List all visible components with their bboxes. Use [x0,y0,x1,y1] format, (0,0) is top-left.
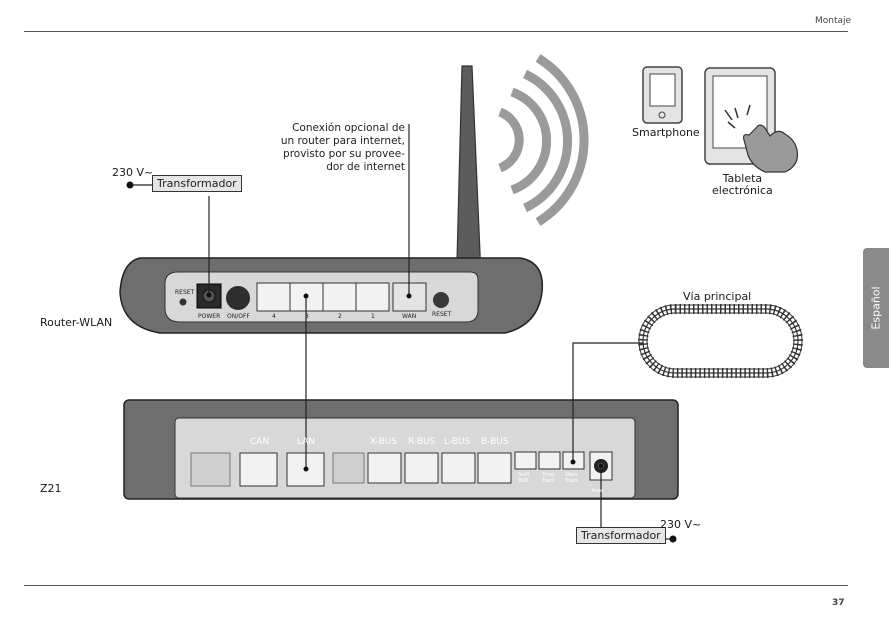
wifi-waves-icon [498,54,589,226]
z21-sniff-label: Sniff BUS [518,472,529,484]
z21-prog-label-1: Prog [542,472,555,478]
z21-sniff-port [514,451,537,470]
bottom-transformer-box: Transformador [576,527,666,544]
z21-grey-port [332,452,365,484]
internet-note-line-2: un router para internet, [280,135,405,147]
z21-prog-label-2: Track [542,478,556,484]
smartphone-label: Smartphone [632,126,700,139]
smartphone-icon [642,66,683,124]
top-voltage-label: 230 V~ [112,166,154,179]
z21-prog-port [538,451,561,470]
z21-xbus-label: X-BUS [370,437,398,447]
internet-note: Conexión opcional de un router para inte… [281,122,405,174]
hand-icon [742,124,799,173]
main-track [638,304,803,378]
page-number: 37 [832,598,845,608]
router-lan-port-1 [355,282,390,312]
z21-blank-port [190,452,231,487]
router-lan-label-1: 1 [371,313,375,320]
footer-rule [24,585,848,586]
z21-power-label: Power [592,488,605,493]
language-tab[interactable]: Español [863,248,889,368]
reset-button-right [433,292,449,308]
z21-can-port [239,452,278,487]
z21-bbus-port [477,452,512,484]
z21-main-label: Main Track [565,472,578,484]
router-label: Router-WLAN [40,316,113,329]
z21-xbus-port [367,452,402,484]
header-rule [24,31,848,32]
z21-sniff-label-2: BUS [518,478,529,484]
router-reset-left-label: RESET [175,289,195,296]
bottom-mains-plug-icon [669,535,677,543]
track-label: Vía principal [683,290,752,303]
z21-rbus-label: R-BUS [408,437,436,447]
z21-label: Z21 [40,482,62,495]
onoff-button [226,286,250,310]
bottom-voltage-label: 230 V~ [660,518,702,531]
z21-prog-label: Prog Track [542,472,555,484]
router-lan-label-3: 3 [305,313,309,320]
router-reset-right-label: RESET [432,311,452,318]
reset-button-left [179,298,187,306]
router-power-label: POWER [198,313,221,320]
top-transformer-box: Transformador [152,175,242,192]
tablet-label: Tableta electrónica [712,173,773,197]
top-mains-plug-icon [126,181,134,189]
z21-sniff-label-1: Sniff [518,472,530,478]
internet-note-line-1: Conexión opcional de [292,122,405,134]
section-header: Montaje [815,16,852,26]
z21-bbus-label: B-BUS [481,437,509,447]
router-lan-port-4 [256,282,291,312]
router-lan-label-2: 2 [338,313,342,320]
main-track-line [572,342,643,462]
router-lan-label-4: 4 [272,313,276,320]
z21-lbus-port [441,452,476,484]
z21-main-label-1: Main [565,472,578,478]
z21-lbus-label: L-BUS [444,437,471,447]
router-wan-label: WAN [402,313,417,320]
z21-main-label-2: Track [565,478,579,484]
internet-note-line-4: dor de internet [326,161,405,173]
z21-can-label: CAN [250,437,270,447]
tablet-label-2: electrónica [712,184,773,197]
internet-note-line-3: provisto por su provee- [283,148,405,160]
tablet-label-1: Tableta [722,172,763,185]
router-onoff-label: ON/OFF [227,313,250,320]
z21-lan-label: LAN [297,437,316,447]
z21-rbus-port [404,452,439,484]
router-lan-port-2 [322,282,357,312]
